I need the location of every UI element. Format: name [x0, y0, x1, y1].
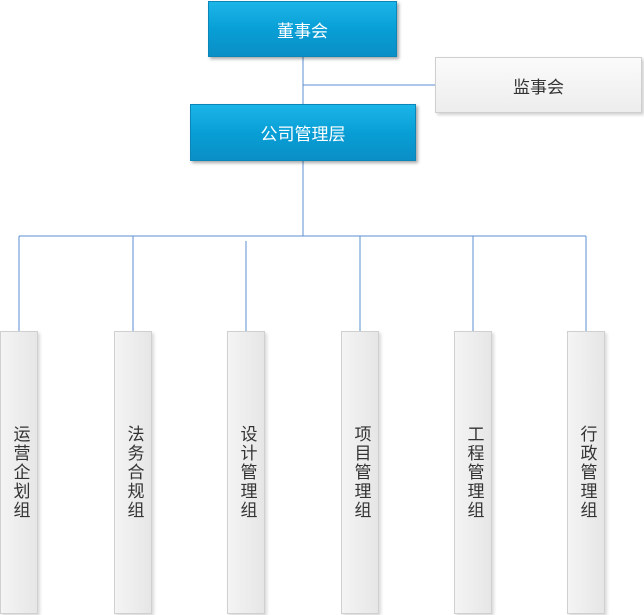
group-node-design: 设计管理组 — [227, 331, 265, 614]
supervisors-label: 监事会 — [513, 77, 564, 98]
group-node-legal: 法务合规组 — [114, 331, 152, 614]
group-label-project: 项目管理组 — [350, 425, 371, 520]
group-node-operations: 运营企划组 — [0, 331, 38, 614]
group-label-operations: 运营企划组 — [9, 425, 30, 520]
board-node: 董事会 — [208, 1, 397, 57]
group-label-engineering: 工程管理组 — [463, 425, 484, 520]
group-node-engineering: 工程管理组 — [454, 331, 492, 614]
management-node: 公司管理层 — [190, 104, 416, 161]
group-label-admin: 行政管理组 — [576, 425, 597, 520]
supervisors-node: 监事会 — [435, 57, 642, 113]
group-node-admin: 行政管理组 — [567, 331, 605, 614]
group-label-design: 设计管理组 — [236, 425, 257, 520]
board-label: 董事会 — [277, 21, 328, 42]
group-node-project: 项目管理组 — [341, 331, 379, 614]
group-label-legal: 法务合规组 — [123, 425, 144, 520]
management-label: 公司管理层 — [260, 125, 346, 145]
